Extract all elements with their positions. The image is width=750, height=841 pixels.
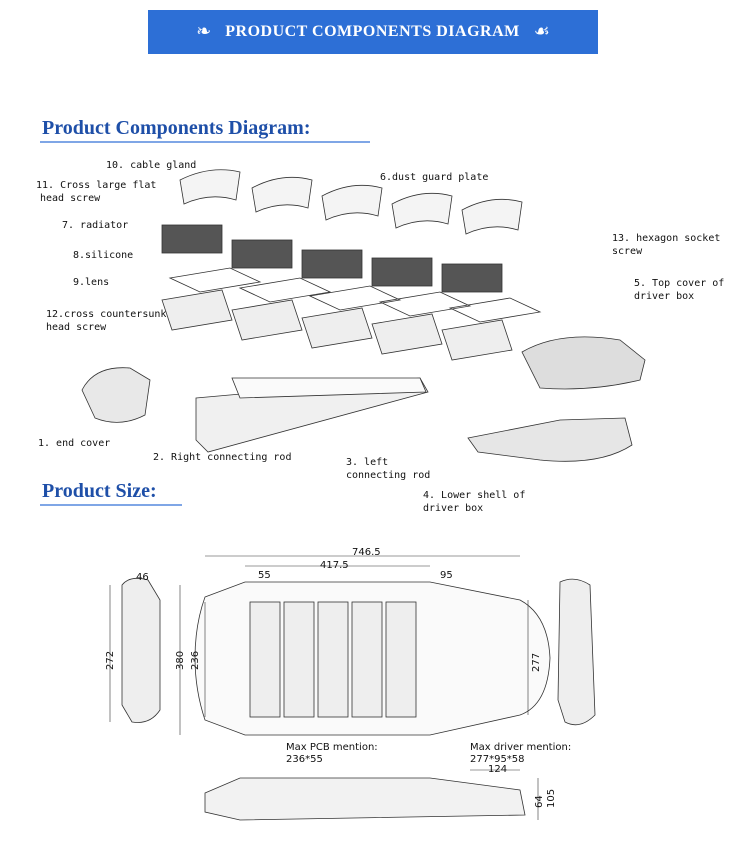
label-top-cover: 5. Top cover of xyxy=(634,278,725,289)
left-ornament-icon: ❧ xyxy=(196,21,212,42)
dim-driver-height: 277 xyxy=(531,652,542,672)
label-countersunk-screw: 12.cross countersunk xyxy=(46,309,167,320)
label-right-connecting-rod: 2. Right connecting rod xyxy=(153,452,292,463)
driver-top-cover xyxy=(521,336,646,390)
label-silicone: 8.silicone xyxy=(73,250,134,261)
dim-driver-width: 95 xyxy=(440,570,453,581)
dim-side-height: 272 xyxy=(105,650,116,670)
left-connecting-rod xyxy=(231,377,427,399)
label-dust-guard-plate: 6.dust guard plate xyxy=(380,172,489,183)
right-ornament-icon: ☙ xyxy=(533,21,550,42)
dim-offset: 55 xyxy=(258,570,271,581)
driver-mention-label: Max driver mention: xyxy=(470,742,572,753)
size-heading: Product Size: xyxy=(42,480,157,502)
dust-guard-plates xyxy=(179,169,523,235)
dim-height-2: 105 xyxy=(546,788,557,808)
label-left-connecting-rod-2: connecting rod xyxy=(346,470,431,481)
driver-lower-shell xyxy=(467,417,633,462)
end-view-right xyxy=(557,578,596,726)
label-left-connecting-rod: 3. left xyxy=(346,457,389,468)
label-cable-gland: 10. cable gland xyxy=(106,160,197,171)
label-flat-head-screw-2: head screw xyxy=(40,193,101,204)
label-lower-shell-2: driver box xyxy=(423,503,484,514)
size-underline xyxy=(40,504,182,506)
label-hexagon-screw: 13. hexagon socket xyxy=(612,233,721,244)
label-hexagon-screw-2: screw xyxy=(612,246,643,257)
dim-pcb-length: 417.5 xyxy=(320,560,349,571)
label-radiator: 7. radiator xyxy=(62,220,129,231)
end-cover xyxy=(81,367,151,423)
dim-height-1: 64 xyxy=(534,795,545,808)
label-lens: 9.lens xyxy=(73,277,110,288)
driver-mention-value: 277*95*58 xyxy=(470,754,525,765)
label-flat-head-screw: 11. Cross large flat xyxy=(36,180,157,191)
label-end-cover: 1. end cover xyxy=(38,438,111,449)
lens-panels xyxy=(161,289,513,361)
pcb-mention-label: Max PCB mention: xyxy=(286,742,378,753)
pcb-mention-value: 236*55 xyxy=(286,754,323,765)
dim-pcb-height: 236 xyxy=(190,650,201,670)
components-heading: Product Components Diagram: xyxy=(42,117,311,139)
silicone-frames xyxy=(168,267,542,323)
label-top-cover-2: driver box xyxy=(634,291,695,302)
side-elevation xyxy=(204,777,526,821)
radiators xyxy=(161,224,503,293)
banner-title: PRODUCT COMPONENTS DIAGRAM xyxy=(225,23,520,40)
dim-body-height: 380 xyxy=(175,650,186,670)
side-view-left xyxy=(121,577,161,723)
components-underline xyxy=(40,141,370,143)
dim-overall-length: 746.5 xyxy=(352,547,381,558)
label-countersunk-screw-2: head screw xyxy=(46,322,107,333)
title-banner: ❧ PRODUCT COMPONENTS DIAGRAM ☙ xyxy=(148,10,598,54)
dim-side-width: 46 xyxy=(136,572,149,583)
dim-bottom-width: 124 xyxy=(488,764,508,775)
label-lower-shell: 4. Lower shell of xyxy=(423,490,526,501)
